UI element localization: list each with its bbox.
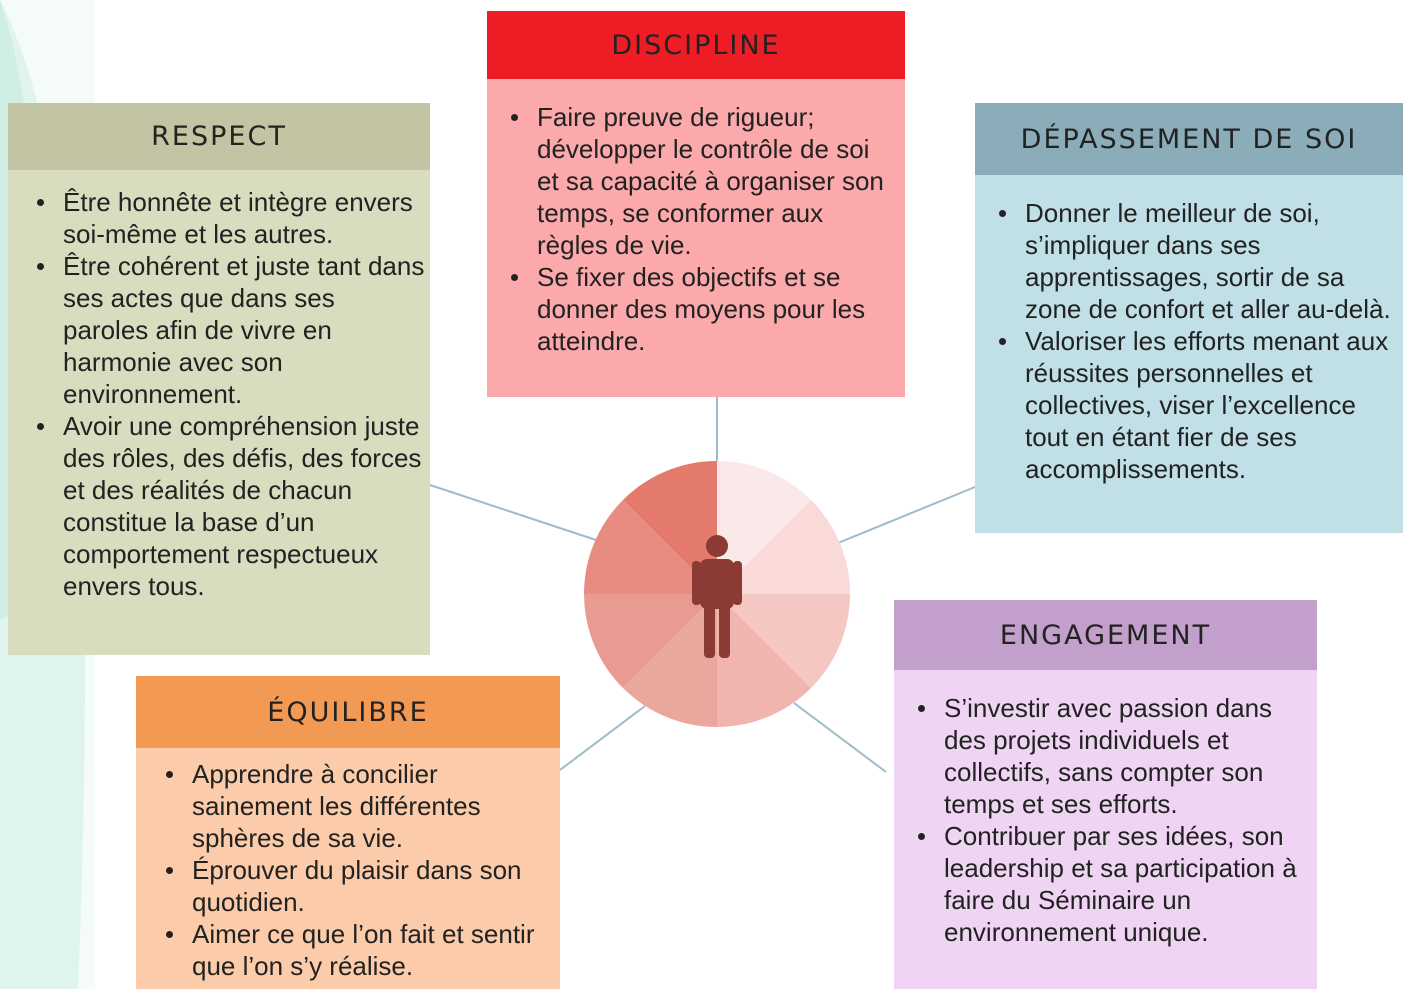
card-equilibre-title: ÉQUILIBRE — [136, 676, 560, 748]
list-item: Faire preuve de rigueur; développer le c… — [505, 101, 891, 261]
connector-depassement — [837, 486, 976, 544]
list-item: Être honnête et intègre envers soi-même … — [31, 186, 426, 250]
wheel-segment — [622, 594, 717, 727]
card-respect-title: RESPECT — [8, 103, 430, 170]
list-item: Se fixer des objectifs et se donner des … — [505, 261, 891, 357]
card-engagement-list: S’investir avec passion dans des projets… — [912, 692, 1309, 948]
card-respect-list: Être honnête et intègre envers soi-même … — [31, 186, 426, 602]
wheel-segment — [717, 461, 812, 594]
person-icon — [692, 535, 742, 658]
card-depassement: DÉPASSEMENT DE SOI Donner le meilleur de… — [975, 103, 1403, 533]
card-respect: RESPECT Être honnête et intègre envers s… — [8, 103, 430, 655]
card-equilibre-body: Apprendre à concilier sainement les diff… — [136, 748, 560, 989]
wheel-segment — [622, 461, 717, 594]
connector-respect — [429, 484, 597, 541]
connector-engagement — [793, 702, 887, 773]
wheel-segment — [584, 594, 717, 689]
card-discipline-body: Faire preuve de rigueur; développer le c… — [487, 79, 905, 397]
wheel-segment — [717, 594, 850, 689]
list-item: Contribuer par ses idées, son leadership… — [912, 820, 1309, 948]
list-item: Donner le meilleur de soi, s’impliquer d… — [993, 197, 1395, 325]
card-depassement-title: DÉPASSEMENT DE SOI — [975, 103, 1403, 175]
card-equilibre-list: Apprendre à concilier sainement les diff… — [160, 758, 552, 982]
center-wheel — [584, 461, 850, 727]
card-engagement-title: ENGAGEMENT — [894, 600, 1317, 670]
list-item: Apprendre à concilier sainement les diff… — [160, 758, 552, 854]
card-depassement-list: Donner le meilleur de soi, s’impliquer d… — [993, 197, 1395, 485]
wheel-segment — [717, 594, 812, 727]
card-depassement-body: Donner le meilleur de soi, s’impliquer d… — [975, 175, 1403, 533]
wheel-segment — [584, 499, 717, 594]
wheel-segment — [717, 499, 850, 594]
list-item: Avoir une compréhension juste des rôles,… — [31, 410, 426, 602]
list-item: Être cohérent et juste tant dans ses act… — [31, 250, 426, 410]
connector-equilibre — [559, 705, 646, 771]
card-discipline: DISCIPLINE Faire preuve de rigueur; déve… — [487, 11, 905, 397]
connector-lines — [429, 397, 976, 773]
card-engagement-body: S’investir avec passion dans des projets… — [894, 670, 1317, 989]
card-discipline-title: DISCIPLINE — [487, 11, 905, 79]
card-discipline-list: Faire preuve de rigueur; développer le c… — [505, 101, 891, 357]
list-item: Éprouver du plaisir dans son quotidien. — [160, 854, 552, 918]
list-item: Aimer ce que l’on fait et sentir que l’o… — [160, 918, 552, 982]
card-respect-body: Être honnête et intègre envers soi-même … — [8, 170, 430, 655]
list-item: Valoriser les efforts menant aux réussit… — [993, 325, 1395, 485]
card-engagement: ENGAGEMENT S’investir avec passion dans … — [894, 600, 1317, 989]
card-equilibre: ÉQUILIBRE Apprendre à concilier sainemen… — [136, 676, 560, 989]
list-item: S’investir avec passion dans des projets… — [912, 692, 1309, 820]
